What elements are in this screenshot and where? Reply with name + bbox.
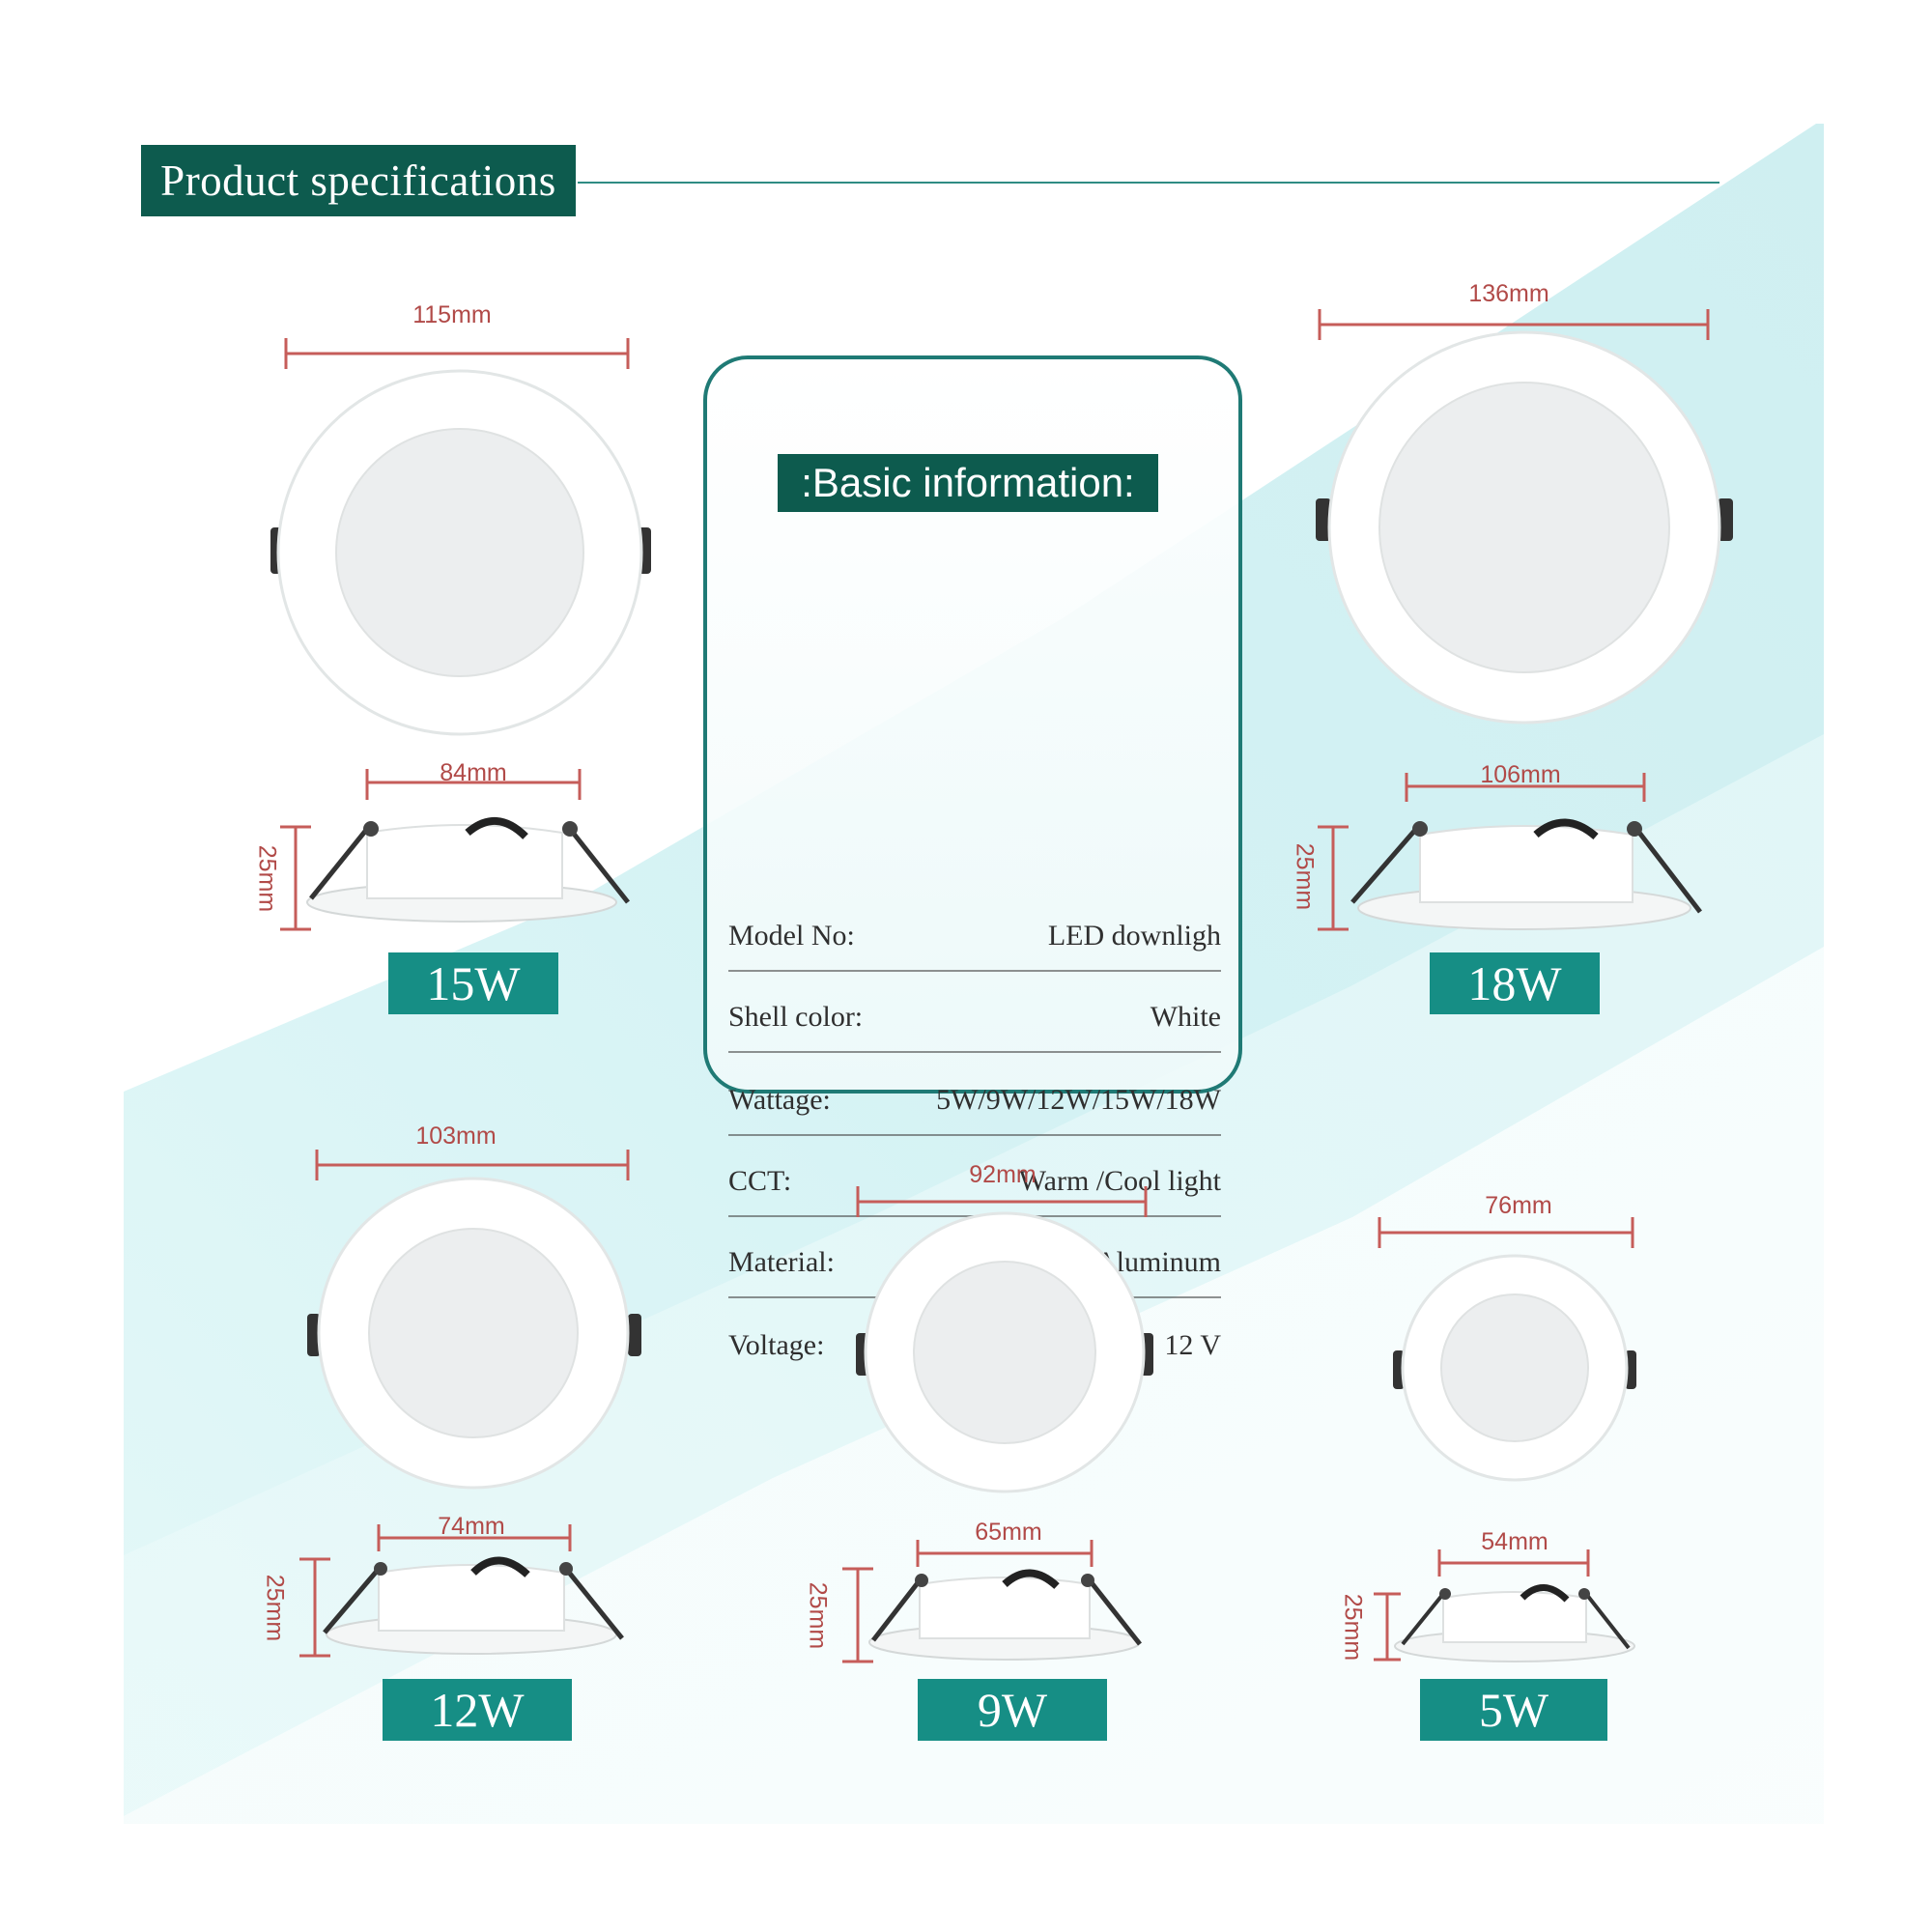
diameter-label: 136mm: [1468, 280, 1549, 307]
spec-row-model: Model No: LED downligh: [728, 902, 1221, 980]
spec-label: Voltage:: [728, 1329, 825, 1361]
diameter-label: 115mm: [412, 301, 492, 328]
diameter-label: 76mm: [1485, 1192, 1552, 1219]
page-title: Product specifications: [141, 145, 576, 216]
spec-label: Shell color:: [728, 1001, 864, 1033]
wattage-badge-18w: 18W: [1430, 952, 1600, 1014]
depth-label: 25mm: [1339, 1593, 1367, 1662]
cutout-label: 84mm: [440, 759, 507, 786]
wattage-badge-12w: 12W: [383, 1679, 572, 1741]
cutout-label: 106mm: [1480, 761, 1561, 788]
spec-value: Warm /Cool light: [1018, 1165, 1221, 1197]
spec-value: White: [1150, 1001, 1221, 1033]
header-divider: [578, 182, 1719, 184]
spec-label: Wattage:: [728, 1084, 831, 1116]
spec-row-voltage: Voltage: 12 V: [728, 1312, 1221, 1389]
spec-divider: [728, 1134, 1221, 1136]
spec-divider: [728, 970, 1221, 972]
diameter-label: 103mm: [415, 1122, 497, 1150]
basic-info-title: :Basic information:: [778, 454, 1158, 512]
spec-row-shell-color: Shell color: White: [728, 983, 1221, 1061]
spec-value: 12 V: [1164, 1329, 1221, 1361]
spec-label: Model No:: [728, 920, 855, 952]
spec-value: LED downligh: [1047, 920, 1221, 952]
wattage-badge-5w: 5W: [1420, 1679, 1607, 1741]
spec-label: CCT:: [728, 1165, 792, 1197]
wattage-badge-15w: 15W: [388, 952, 558, 1014]
diameter-label: 92mm: [969, 1161, 1037, 1188]
basic-info-card: :Basic information: Model No: LED downli…: [703, 355, 1242, 1361]
spec-divider: [728, 1051, 1221, 1053]
wattage-badge-9w: 9W: [918, 1679, 1107, 1741]
cutout-label: 54mm: [1481, 1528, 1548, 1555]
spec-row-wattage: Wattage: 5W/9W/12W/15W/18W: [728, 1066, 1221, 1144]
spec-label: Material:: [728, 1246, 835, 1278]
cutout-label: 65mm: [975, 1519, 1042, 1546]
spec-value: 5W/9W/12W/15W/18W: [936, 1084, 1221, 1116]
cutout-label: 74mm: [438, 1513, 505, 1540]
